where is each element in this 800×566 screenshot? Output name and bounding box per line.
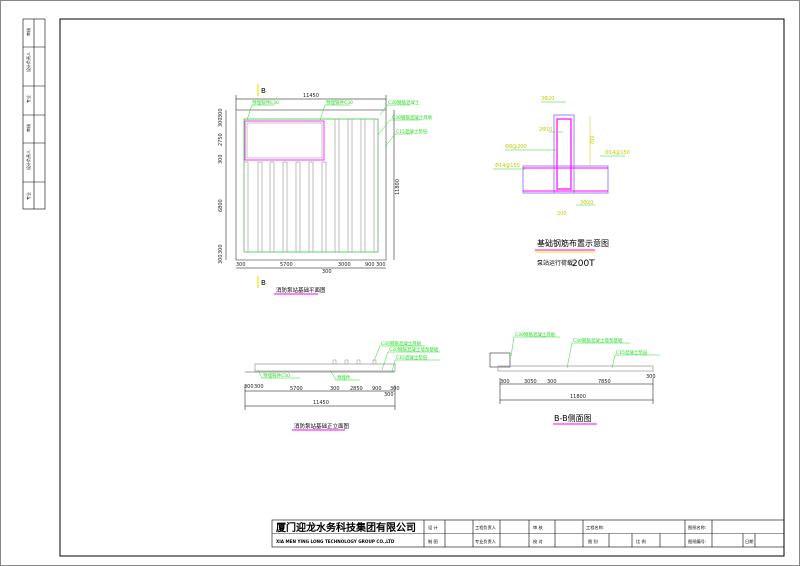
dim: 300 (236, 262, 246, 268)
dim: 2750 (218, 133, 224, 146)
section-mark-top: B (261, 87, 266, 95)
plan-height-dim: 11800 (395, 179, 401, 195)
tb-category: 图 别 (588, 538, 598, 545)
tb-review: 审 核 (533, 524, 544, 531)
label: 3Φ20 (580, 200, 593, 206)
tb-project-lead: 工程负责人 (475, 524, 497, 531)
tb-drawing-no: 图纸编号: (688, 538, 706, 545)
dim: 3050 (524, 379, 537, 385)
dim: 300 (218, 117, 224, 127)
label: C30钢筋混凝土墙泵基础 (389, 346, 439, 353)
tb-project-name: 工程名称: (586, 524, 604, 531)
dim: 300 (244, 384, 254, 390)
side-overall-dim: 11800 (570, 394, 586, 400)
plan-width-dim: 11450 (303, 93, 319, 99)
label: 预埋件 (337, 374, 351, 381)
side-title: B-B侧面图 (554, 413, 592, 423)
rebar-title: 基础钢筋布置示意图 (537, 238, 609, 248)
label: C15混凝土垫层 (396, 354, 428, 361)
label: 200 (557, 211, 567, 217)
dim: 300 (376, 262, 386, 268)
label: Φ14@150 (495, 163, 520, 169)
dim: 2850 (350, 386, 363, 392)
tb-check: 校 对 (533, 538, 543, 545)
label: C30钢筋混凝土墙泵基础 (573, 337, 623, 344)
rebar-detail: 3Φ20 2Φ10 Φ8@200 Φ14@150 Φ14@150 3Φ20 20… (493, 96, 630, 269)
plan-view: B B 11450 11800 300 5700 300 300 (218, 84, 433, 295)
dim: 900 (372, 386, 382, 392)
label: C30钢筋混凝土底板 (515, 331, 556, 338)
dim: 5700 (280, 262, 293, 268)
dim: 5700 (290, 386, 303, 392)
dim: 6800 (218, 199, 224, 212)
dim: 300 (547, 379, 557, 385)
dim: 300 (330, 386, 340, 392)
side-strip-text: 审核 (25, 124, 31, 132)
tb-date: 日期 (745, 539, 753, 545)
front-title: 消防泵站基础正立面图 (294, 422, 350, 430)
company-name-en: XIA MEN YING LONG TECHNOLOGY GROUP CO.,L… (276, 539, 395, 544)
front-elevation: 300 300 5700 300 2850 900 300 300 11450 … (244, 340, 440, 431)
side-strip-text: 审核 (25, 28, 31, 36)
dim: 300 (322, 269, 332, 275)
side-strip-text: 设计负责人 (25, 52, 31, 72)
label: 2Φ10 (539, 127, 552, 133)
plan-title: 消防泵站基础平面图 (276, 286, 326, 294)
dim: 300 (254, 384, 264, 390)
label: Φ8@200 (505, 144, 527, 150)
section-mark-bottom: B (261, 279, 266, 287)
front-overall-dim: 11450 (313, 400, 329, 406)
side-section: 300 3050 300 7850 300 11800 C30钢筋混凝土底板 C… (489, 331, 660, 425)
side-strip-text: 设计负责人 (25, 150, 31, 170)
tb-scale: 比 例 (636, 538, 646, 545)
label: Φ14@150 (605, 150, 630, 156)
label: C30钢筋混凝土底板 (392, 114, 433, 121)
label: C30钢筋混凝土 (388, 99, 420, 106)
load-label: 泵站运行荷载: (537, 259, 575, 267)
label: C15混凝土垫层 (616, 349, 648, 356)
label: 预埋铁件C30 (263, 372, 290, 379)
tb-drawing-name: 图纸名称: (688, 524, 706, 531)
company-name-cn: 厦门迎龙水务科技集团有限公司 (276, 521, 416, 534)
side-strip-text: 专业 (25, 95, 31, 103)
label: C30钢筋混凝土底板 (381, 340, 422, 347)
dim: 300 (384, 392, 394, 398)
dim: 7850 (598, 379, 611, 385)
side-strip (22, 18, 46, 210)
dim: 300 (500, 379, 510, 385)
label: C15混凝土垫层 (396, 128, 428, 135)
dim: 300 (218, 244, 224, 254)
drawing-border (59, 18, 785, 557)
dim: 300 (646, 374, 656, 380)
dim: 300 (218, 154, 224, 164)
label: 700 (590, 135, 596, 145)
label: 预埋铁件C30 (252, 99, 279, 106)
dim: 900 (365, 262, 375, 268)
tb-drawing: 制 图 (428, 538, 438, 545)
side-strip-text: 专业 (25, 192, 31, 200)
title-block (271, 519, 785, 548)
dim: 300 (390, 386, 400, 392)
dim: 300 (218, 254, 224, 264)
dim: 3000 (338, 262, 351, 268)
dim: 300 (218, 108, 224, 118)
label: 3Φ20 (541, 96, 554, 102)
label: 预埋铁件C30 (326, 99, 353, 106)
load-value: 200T (572, 259, 595, 269)
tb-design: 设 计 (428, 524, 438, 531)
tb-discipline-lead: 专业负责人 (475, 538, 497, 545)
